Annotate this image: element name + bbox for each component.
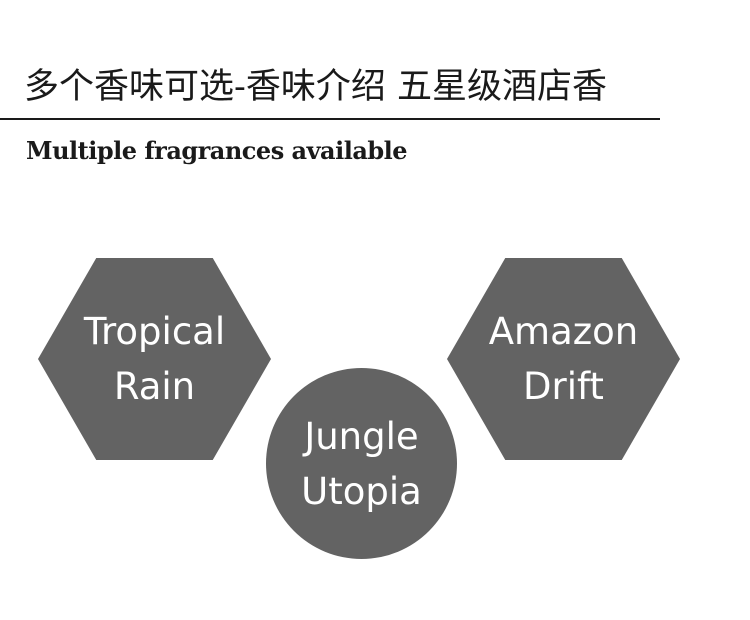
fragrance-label-line1: Tropical <box>83 310 226 353</box>
fragrance-label: Jungle Utopia <box>301 409 422 519</box>
fragrance-label-line1: Amazon <box>488 310 639 353</box>
page-title: 多个香味可选-香味介绍 五星级酒店香 <box>24 67 607 107</box>
fragrance-amazon-drift: Amazon Drift <box>447 258 680 460</box>
fragrance-label-line2: Rain <box>113 365 196 408</box>
title-divider <box>0 118 660 120</box>
fragrance-label: Amazon Drift <box>489 304 639 414</box>
fragrance-label-line2: Drift <box>523 365 604 408</box>
fragrance-jungle-utopia: Jungle Utopia <box>266 368 457 559</box>
page-subtitle: Multiple fragrances available <box>26 136 408 165</box>
fragrance-label-line2: Utopia <box>301 469 422 513</box>
fragrance-label-line1: Jungle <box>304 414 419 458</box>
fragrance-label: Tropical Rain <box>84 304 225 414</box>
fragrance-tropical-rain: Tropical Rain <box>38 258 271 460</box>
